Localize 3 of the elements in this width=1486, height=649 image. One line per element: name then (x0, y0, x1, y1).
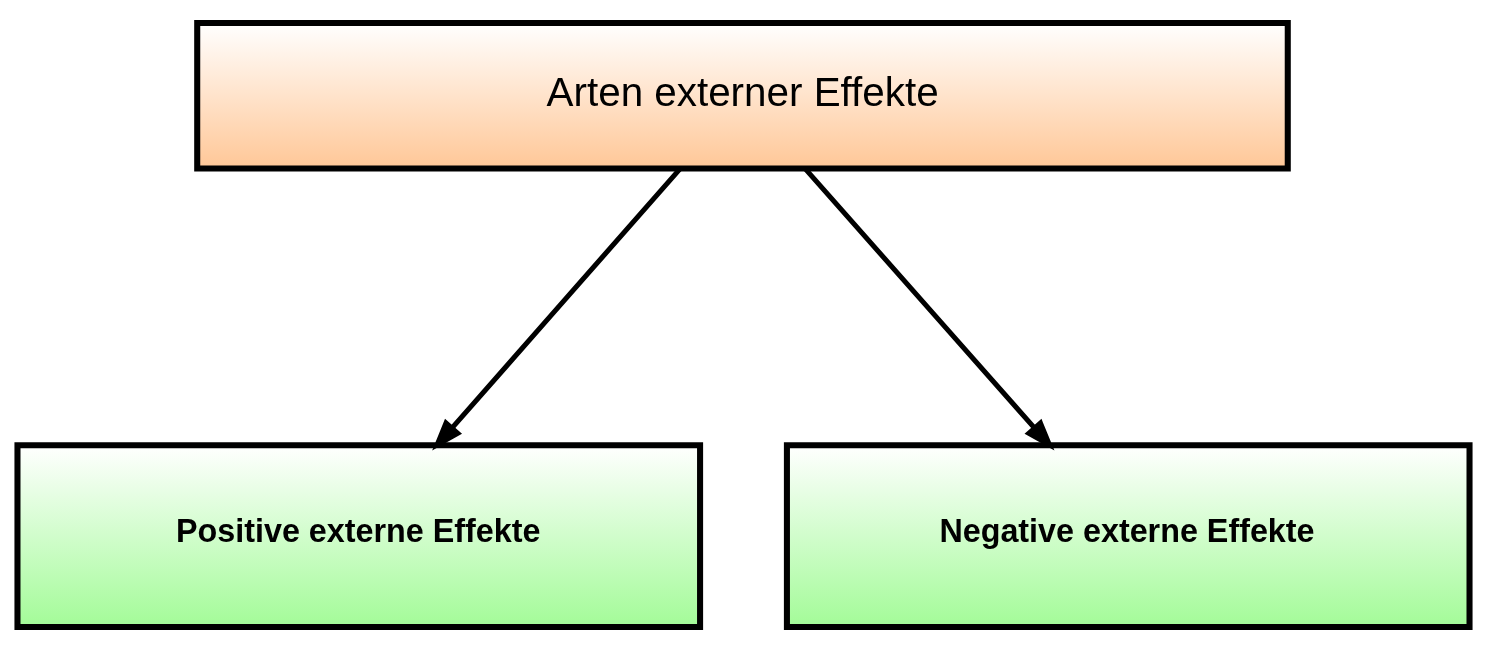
node-box: Negative externe Effekte (783, 441, 1473, 630)
node-box: Positive externe Effekte (13, 441, 703, 630)
node-box: Arten externer Effekte (193, 19, 1291, 171)
